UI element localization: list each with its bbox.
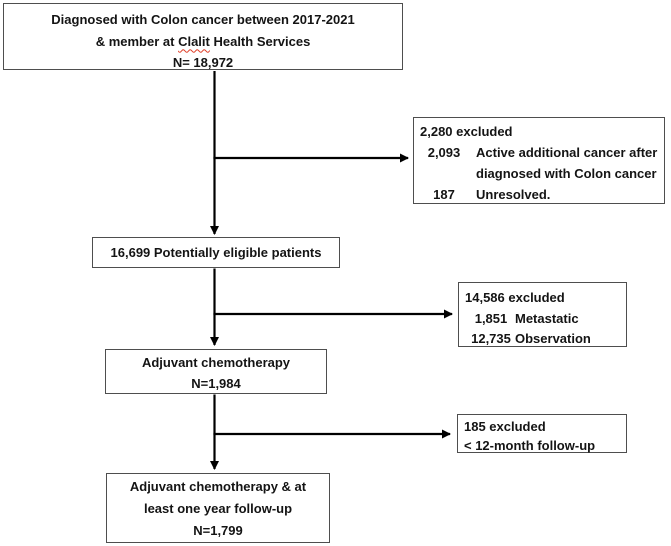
source-line2-suffix: Health Services	[209, 33, 311, 49]
adjuvant-count: N=1,984	[191, 376, 241, 391]
excluded-2-row: 12,735 Observation	[459, 329, 626, 350]
excluded-2-row2-reason-line1: Observation	[515, 331, 591, 346]
source-line1: Diagnosed with Colon cancer between 2017…	[51, 12, 355, 27]
excluded-2-row2-reason: Observation	[515, 329, 591, 350]
excluded-2-row2-count: 12,735	[471, 331, 511, 346]
excluded-1-row: 2,093 Active additional cancer after dia…	[414, 142, 664, 184]
excluded-1-row2-count: 187	[433, 187, 455, 202]
excluded-1-row1-reason: Active additional cancer after diagnosed…	[476, 142, 657, 184]
excluded-1-row1-count: 2,093	[427, 145, 461, 160]
source-line2-prefix: & member at	[95, 33, 179, 49]
excluded-1-row1-reason-line1: Active additional cancer after	[476, 145, 658, 160]
followup-line2: least one year follow-up	[143, 501, 293, 516]
box-excluded-2: 14,586 excluded 1,851 Metastatic 12,735 …	[458, 282, 627, 347]
excluded-1-row2-reason-line1: Unresolved.	[476, 187, 551, 202]
excluded-2-row1-reason: Metastatic	[515, 309, 579, 330]
adjuvant-label: Adjuvant chemotherapy	[141, 355, 291, 370]
excluded-1-row2-reason: Unresolved.	[476, 184, 550, 205]
followup-count: N=1,799	[193, 523, 243, 538]
excluded-3-reason: < 12-month follow-up	[464, 438, 596, 453]
box-source-population: Diagnosed with Colon cancer between 2017…	[3, 3, 403, 70]
excluded-2-row1-reason-line1: Metastatic	[515, 310, 579, 326]
excluded-1-row: 187 Unresolved.	[414, 184, 664, 205]
excluded-1-row1-reason-line2: diagnosed with Colon cancer	[476, 166, 657, 181]
excluded-2-row1-count: 1,851	[474, 310, 508, 326]
box-adjuvant-with-followup: Adjuvant chemotherapy & at least one yea…	[106, 473, 330, 543]
excluded-2-row: 1,851 Metastatic	[459, 309, 626, 330]
box-excluded-3: 185 excluded < 12-month follow-up	[457, 414, 627, 453]
box-adjuvant-chemotherapy: Adjuvant chemotherapy N=1,984	[105, 349, 327, 394]
followup-line1: Adjuvant chemotherapy & at	[129, 479, 307, 494]
source-count: N= 18,972	[172, 55, 234, 70]
box-eligible-patients: 16,699 Potentially eligible patients	[92, 237, 340, 268]
source-line2: & member at Clalit Health Services	[4, 31, 402, 53]
misspelled-word: Clalit	[178, 33, 210, 49]
excluded-1-header: 2,280 excluded	[420, 124, 513, 139]
excluded-3-header: 185 excluded	[464, 419, 546, 434]
box-excluded-1: 2,280 excluded 2,093 Active additional c…	[413, 117, 665, 204]
excluded-2-header: 14,586 excluded	[465, 290, 565, 305]
eligible-label: 16,699 Potentially eligible patients	[110, 245, 322, 260]
